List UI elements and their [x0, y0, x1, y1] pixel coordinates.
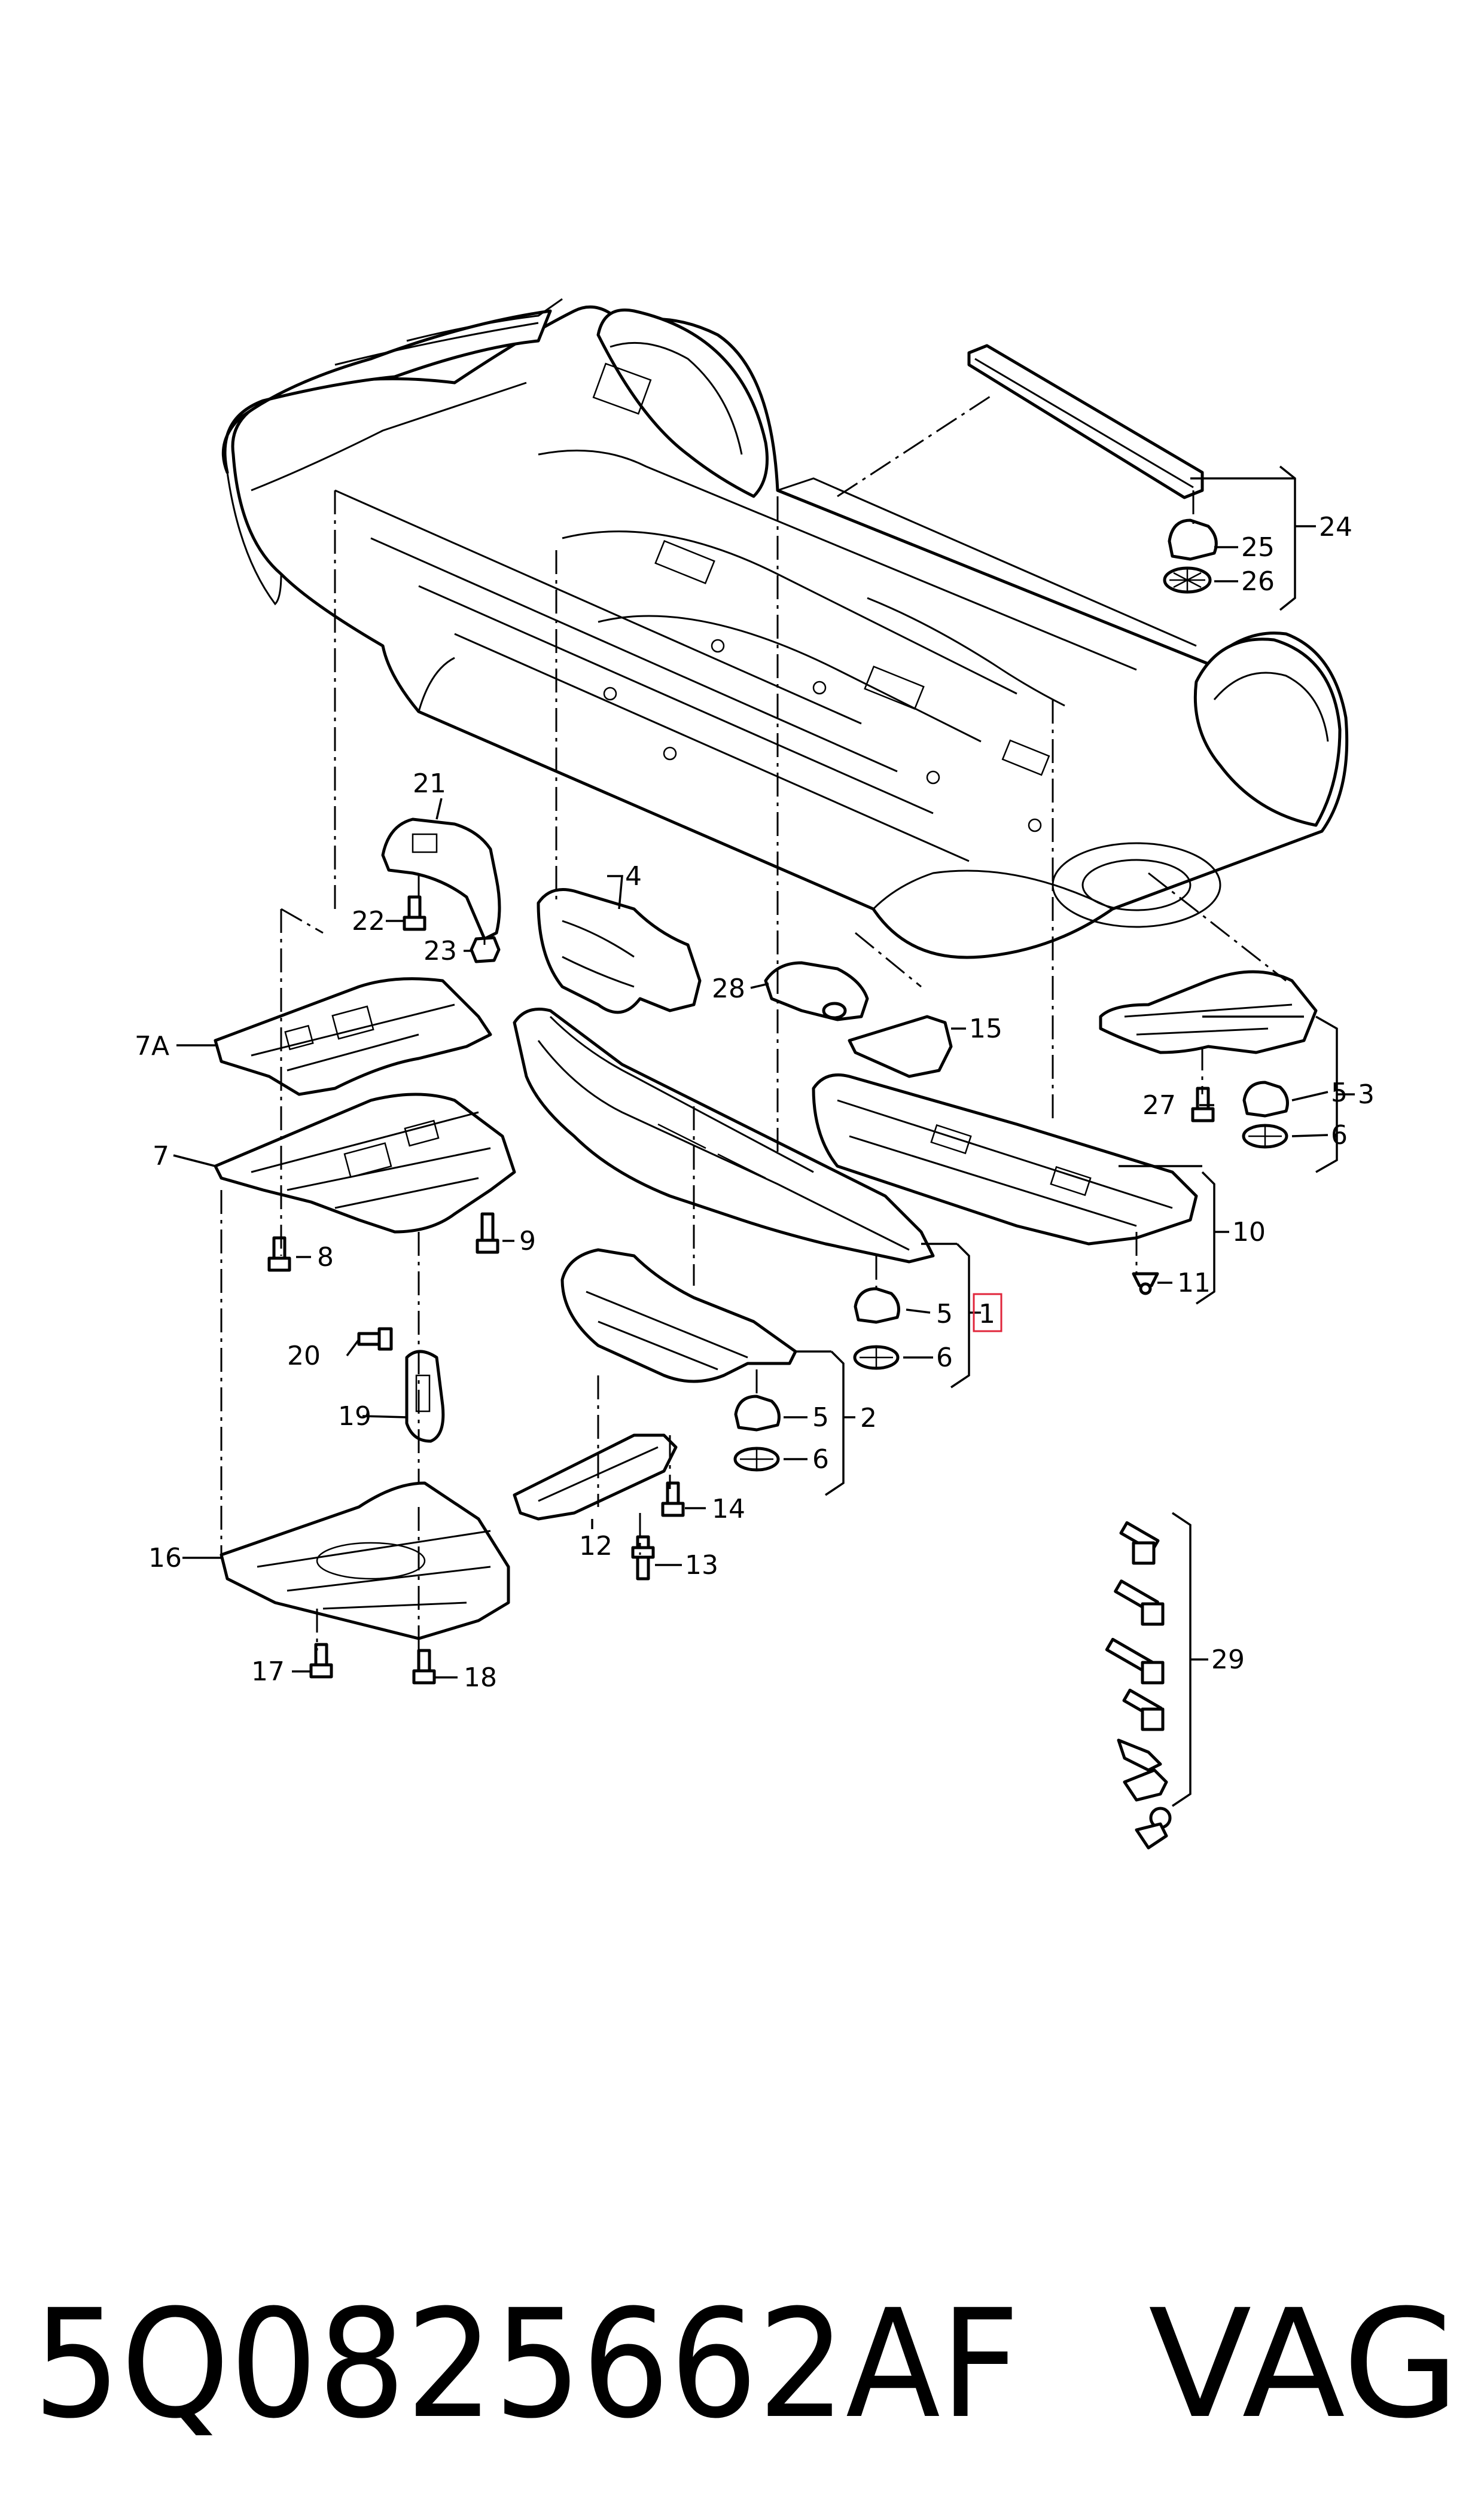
callout-21: 21: [413, 768, 446, 799]
part-5-nut-front: [734, 1395, 781, 1432]
part-5-nut-rear: [1242, 1081, 1289, 1118]
brand-name: VAG: [1148, 2277, 1459, 2451]
callout-23: 23: [423, 936, 457, 966]
part-22-bolt: [403, 895, 426, 931]
part-2-heat-shield: [560, 1248, 797, 1383]
callout-11: 11: [1177, 1268, 1211, 1298]
callout-7a: 7A: [135, 1031, 169, 1061]
callout-6-front: 6: [812, 1444, 829, 1475]
part-10-underbody-panel: [812, 1073, 1198, 1246]
vehicle-underbody: [221, 298, 1349, 959]
callout-4: 4: [625, 861, 642, 892]
callout-22: 22: [352, 906, 385, 936]
part-9-bolt: [476, 1212, 499, 1254]
part-7-engine-shield: [214, 1093, 516, 1234]
part-17-bolt: [309, 1643, 333, 1679]
part-12-bracket: [513, 1433, 678, 1521]
callout-20: 20: [287, 1341, 321, 1371]
callout-19: 19: [338, 1401, 371, 1432]
footer: 5Q0825662AF VAG: [33, 2277, 1459, 2451]
callout-6-rear: 6: [1331, 1120, 1348, 1151]
callout-18: 18: [464, 1662, 497, 1693]
part-16-lower-shield: [220, 1481, 510, 1640]
part-14-bolt: [661, 1481, 685, 1517]
callout-5-mid: 5: [936, 1299, 953, 1329]
part-11-clip: [1132, 1272, 1159, 1295]
callout-7: 7: [153, 1141, 169, 1171]
part-8-bolt: [267, 1236, 291, 1272]
callout-15: 15: [969, 1014, 1002, 1044]
callout-27: 27: [1142, 1090, 1176, 1121]
part-19-bracket: [405, 1350, 445, 1443]
callout-2: 2: [860, 1403, 877, 1433]
part-18-bolt: [412, 1649, 436, 1685]
callout-17: 17: [251, 1656, 285, 1687]
callout-25: 25: [1241, 532, 1275, 563]
part-4-heat-shield: [537, 888, 702, 1014]
callout-9: 9: [519, 1226, 536, 1256]
part-15-clip: [848, 1015, 953, 1078]
part-number: 5Q0825662AF: [33, 2277, 1020, 2451]
callout-10: 10: [1232, 1217, 1266, 1247]
part-5-nut-mid: [854, 1287, 900, 1324]
callout-24: 24: [1319, 512, 1352, 542]
part-6-clip-front: [733, 1447, 780, 1472]
part-20-bolt: [357, 1327, 393, 1351]
part-6-clip-rear: [1242, 1124, 1288, 1149]
part-3-rear-shield: [1099, 970, 1318, 1054]
callout-3: 3: [1358, 1079, 1375, 1110]
part-28-bracket: [764, 961, 869, 1021]
highlight-box-part-1: [973, 1293, 1002, 1332]
callout-labels: 1 2 3 4 5 5 5 6 6 6 7 7A 8 9 10 11 12 13…: [135, 512, 1375, 1693]
callout-28: 28: [712, 974, 745, 1004]
callout-26: 26: [1241, 566, 1275, 597]
callout-5-front: 5: [812, 1402, 829, 1433]
part-23-nut: [470, 936, 501, 963]
part-21-bracket: [381, 817, 501, 941]
callout-29: 29: [1211, 1645, 1245, 1675]
callout-8: 8: [317, 1242, 334, 1273]
callout-6-mid: 6: [936, 1343, 953, 1373]
group-braces: [825, 465, 1355, 1807]
part-25-nut: [1168, 518, 1218, 561]
part-13-stud: [631, 1535, 655, 1581]
part-29-fastener-kit: [1105, 1521, 1172, 1850]
part-6-clip-mid: [853, 1345, 900, 1370]
callout-1: 1: [979, 1299, 995, 1329]
part-1-tunnel-shield: [513, 1008, 935, 1264]
part-7a-shield: [214, 977, 492, 1096]
part-27-bolt: [1191, 1087, 1215, 1122]
part-26-clip: [1163, 566, 1212, 594]
callout-5-rear: 5: [1331, 1078, 1348, 1108]
callout-12: 12: [579, 1531, 613, 1561]
callout-14: 14: [712, 1494, 745, 1524]
part-24-crossbar: [967, 344, 1204, 499]
leader-lines: [173, 393, 1328, 1679]
callout-16: 16: [148, 1543, 182, 1573]
callout-13: 13: [685, 1550, 718, 1581]
